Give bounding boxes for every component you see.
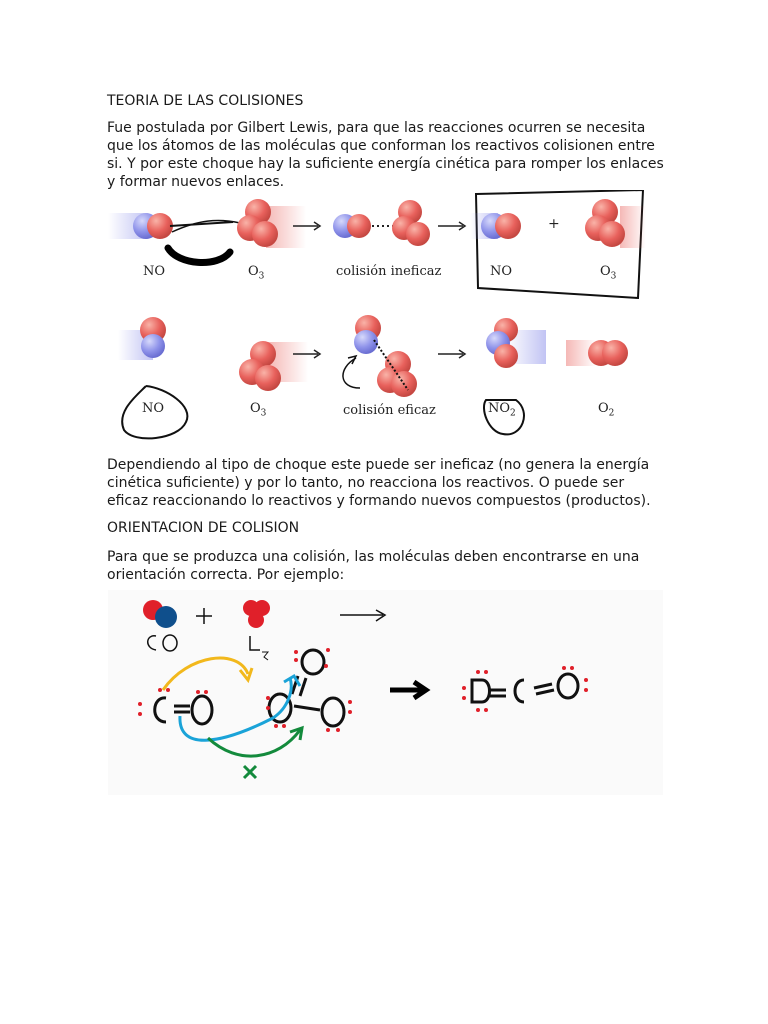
label-colision-ineficaz: colisión ineficaz xyxy=(336,264,442,279)
label-colision-eficaz: colisión eficaz xyxy=(343,403,436,418)
cyan-arrow xyxy=(178,677,293,742)
no-molecule-right xyxy=(470,213,521,239)
label-no-right: NO xyxy=(490,264,513,279)
arrow-right-icon xyxy=(340,609,387,622)
no-molecule-left xyxy=(108,213,173,239)
plus-sign: + xyxy=(548,216,560,232)
handwritten-box xyxy=(474,188,645,300)
label-no-row2: NO xyxy=(142,401,165,416)
heading-teoria-colisiones: TEORIA DE LAS COLISIONES xyxy=(107,93,304,109)
label-o3: O3 xyxy=(248,264,265,282)
label-o2: O2 xyxy=(598,401,615,419)
label-o3-row2: O3 xyxy=(250,401,267,419)
no-molecule-row2 xyxy=(118,317,166,360)
reaction-arrow-icon xyxy=(390,679,431,701)
handwritten-stroke xyxy=(171,219,241,233)
handwritten-circle xyxy=(121,385,189,440)
no-o3-approach xyxy=(333,200,430,246)
heading-orientacion: ORIENTACION DE COLISION xyxy=(107,520,300,536)
cross-mark-icon xyxy=(242,764,258,780)
label-o3-right: O3 xyxy=(600,264,617,282)
paragraph-orientacion: Para que se produzca una colisión, las m… xyxy=(107,549,640,583)
effective-collision xyxy=(342,315,417,397)
label-no2: NO2 xyxy=(488,401,516,419)
collision-diagram xyxy=(108,188,646,440)
orientation-diagram xyxy=(138,600,588,780)
label-no: NO xyxy=(143,264,166,279)
collision-figure: NO O3 colisión ineficaz NO O3 + NO O3 co… xyxy=(108,188,648,440)
paragraph-ineficaz-eficaz: Dependiendo al tipo de choque este puede… xyxy=(107,457,651,509)
no2-molecule xyxy=(486,318,546,368)
oxygen-atom xyxy=(155,606,177,628)
handwritten-line xyxy=(169,221,234,227)
handwritten-circle xyxy=(483,399,525,436)
plus-icon xyxy=(196,608,212,624)
orientation-figure xyxy=(108,590,663,795)
o3-molecule-row2 xyxy=(239,341,308,391)
paragraph-intro: Fue postulada por Gilbert Lewis, para qu… xyxy=(107,120,664,190)
o3-molecule-left xyxy=(237,199,306,248)
o2-molecule xyxy=(566,340,628,366)
handwritten-arc xyxy=(164,244,234,267)
o3-molecule-right xyxy=(585,199,646,248)
yellow-arrow xyxy=(161,656,250,691)
green-arrow xyxy=(206,729,302,758)
